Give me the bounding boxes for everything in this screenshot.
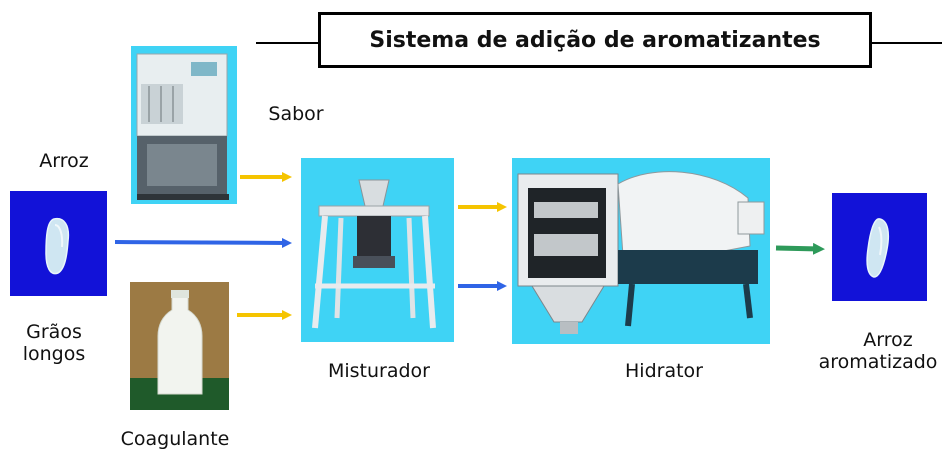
label-arroz-aromatizado-1: Arroz xyxy=(863,329,913,351)
label-sabor: Sabor xyxy=(268,103,324,125)
label-graos-longos-2: longos xyxy=(22,343,86,365)
label-graos-longos-1: Grãos xyxy=(26,321,82,343)
diagram-title: Sistema de adição de aromatizantes xyxy=(318,12,872,68)
hydrator-machine-icon xyxy=(517,171,765,334)
label-hidrator: Hidrator xyxy=(625,360,703,382)
mixer-machine-icon xyxy=(312,179,436,329)
rice-output-tile xyxy=(832,193,927,301)
title-rule-left xyxy=(256,42,320,44)
label-misturador: Misturador xyxy=(327,360,430,382)
diagram-title-text: Sistema de adição de aromatizantes xyxy=(369,27,821,53)
flavor-machine-icon xyxy=(136,53,229,200)
arrow-rice-to-mixer xyxy=(114,237,292,248)
rice-grain-icon xyxy=(866,218,890,278)
rice-input-tile xyxy=(10,191,107,296)
hydrator-photo xyxy=(512,158,770,344)
title-rule-right xyxy=(870,42,942,44)
rice-grain-icon xyxy=(45,217,70,275)
label-arroz-aromatizado-2: aromatizado xyxy=(818,351,938,373)
arrow-hydrator-to-output xyxy=(775,242,825,255)
coagulante-photo xyxy=(130,282,229,410)
milk-bottle-icon xyxy=(130,282,229,410)
label-arroz: Arroz xyxy=(39,150,89,172)
mixer-photo xyxy=(301,158,454,342)
flavor-machine-photo xyxy=(131,46,237,204)
label-coagulante: Coagulante xyxy=(120,428,230,450)
